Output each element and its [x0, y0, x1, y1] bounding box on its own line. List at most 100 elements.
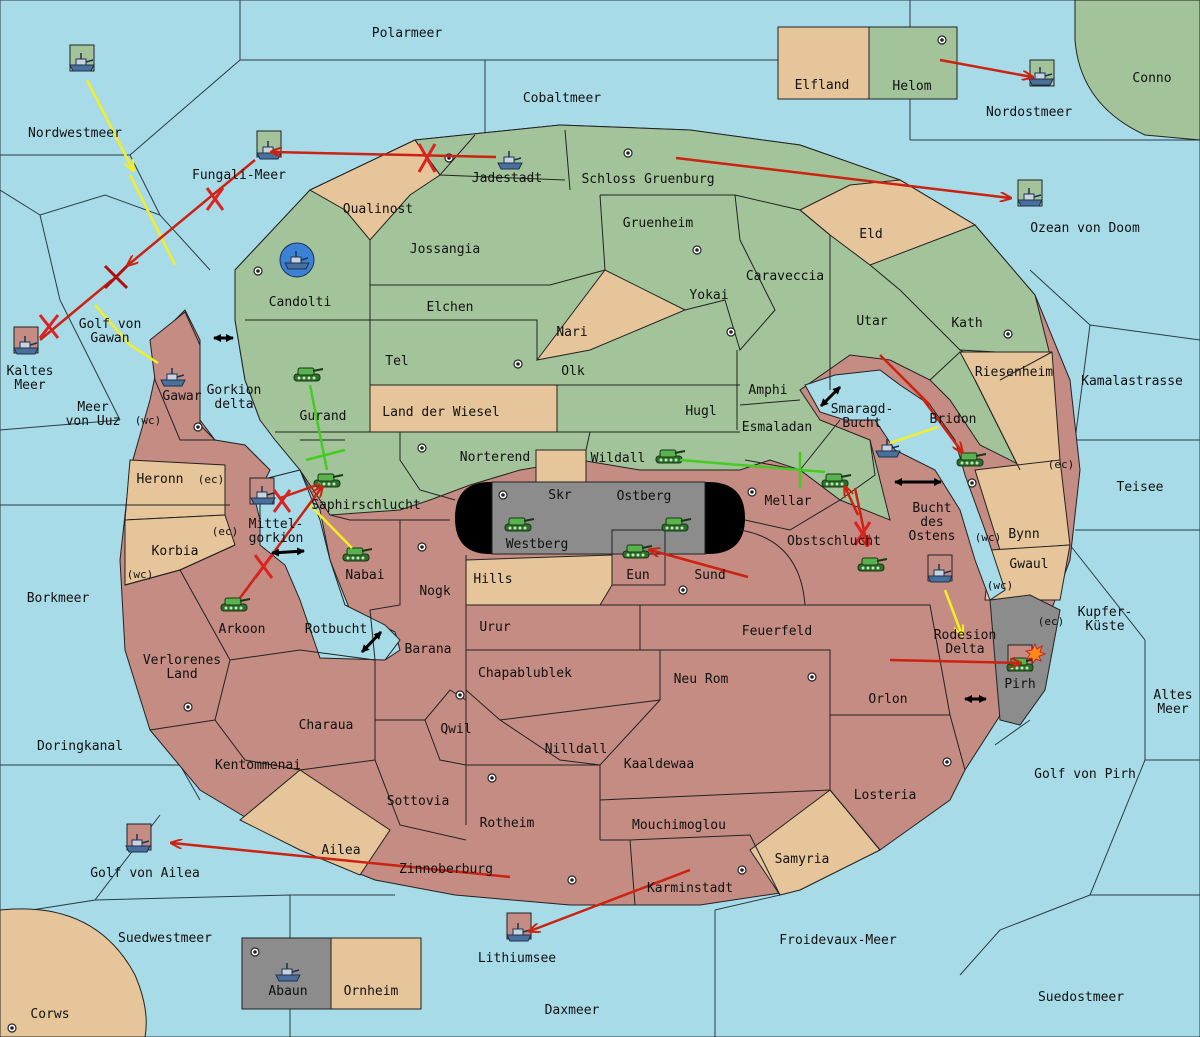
sea-label-nordostmeer[interactable]: Nordostmeer [986, 105, 1072, 120]
sea-label-froidevaux[interactable]: Froidevaux-Meer [779, 933, 897, 948]
army-unit-gurand[interactable] [293, 367, 324, 382]
sea-label-rotbucht[interactable]: Rotbucht [305, 622, 368, 637]
land-label-sottovia[interactable]: Sottovia [387, 794, 450, 809]
land-label-wiesel[interactable]: Land der Wiesel [382, 405, 499, 420]
sea-label-kupferkueste[interactable]: Kupfer-Küste [1078, 605, 1133, 634]
mittelgorkion-bay[interactable] [259, 469, 401, 661]
army-unit-westberg[interactable] [504, 517, 535, 532]
land-label-nari[interactable]: Nari [556, 325, 587, 340]
heronn-region[interactable] [124, 459, 226, 521]
land-label-bridon[interactable]: Bridon [930, 412, 977, 427]
land-label-nogk[interactable]: Nogk [419, 584, 450, 599]
land-label-eld[interactable]: Eld [859, 227, 882, 242]
land-label-jadestadt[interactable]: Jadestadt [472, 171, 542, 186]
sea-label-fungali[interactable]: Fungali-Meer [192, 168, 286, 183]
land-label-elfland[interactable]: Elfland [795, 78, 850, 93]
land-label-zinnober[interactable]: Zinnoberburg [399, 862, 493, 877]
land-label-westberg[interactable]: Westberg [506, 537, 569, 552]
land-label-skr[interactable]: Skr [548, 488, 572, 503]
land-label-karmin[interactable]: Karminstadt [647, 881, 733, 896]
land-label-orlon[interactable]: Orlon [868, 692, 907, 707]
land-label-heronn[interactable]: Heronn [137, 472, 184, 487]
land-label-losteria[interactable]: Losteria [854, 788, 917, 803]
land-label-tel[interactable]: Tel [385, 354, 408, 369]
army-unit-ostberg[interactable] [661, 517, 692, 532]
sea-label-borkmeer[interactable]: Borkmeer [27, 591, 90, 606]
land-label-sund[interactable]: Sund [694, 568, 725, 583]
land-label-mouchi[interactable]: Mouchimoglou [632, 818, 726, 833]
land-label-urur[interactable]: Urur [479, 620, 510, 635]
land-label-arkoon[interactable]: Arkoon [219, 622, 266, 637]
sea-label-golf-pirh[interactable]: Golf von Pirh [1034, 767, 1136, 782]
land-label-wildall[interactable]: Wildall [591, 451, 646, 466]
land-label-candolti[interactable]: Candolti [269, 295, 332, 310]
land-label-schloss[interactable]: Schloss Gruenburg [581, 172, 714, 187]
land-label-hills[interactable]: Hills [473, 572, 512, 587]
land-label-ostberg[interactable]: Ostberg [617, 489, 672, 504]
land-label-charaua[interactable]: Charaua [299, 718, 354, 733]
army-unit-mellar[interactable] [821, 473, 852, 488]
land-label-esmaladan[interactable]: Esmaladan [742, 420, 812, 435]
land-label-yokai[interactable]: Yokai [689, 288, 728, 303]
land-label-ailea[interactable]: Ailea [321, 843, 360, 858]
samyria-region[interactable] [749, 789, 881, 896]
land-label-riesenheim[interactable]: Riesenheim [975, 365, 1053, 380]
sea-label-teisee[interactable]: Teisee [1117, 480, 1164, 495]
sea-label-golf-ailea[interactable]: Golf von Ailea [90, 866, 200, 881]
land-label-pirh[interactable]: Pirh [1004, 677, 1035, 692]
land-label-gwaul[interactable]: Gwaul [1009, 557, 1048, 572]
land-label-samyria[interactable]: Samyria [775, 852, 830, 867]
land-label-gruenheim[interactable]: Gruenheim [623, 216, 694, 231]
land-label-qualinost[interactable]: Qualinost [343, 202, 413, 217]
land-label-rotheim[interactable]: Rotheim [480, 816, 535, 831]
sea-label-mittelgorkion[interactable]: Mittel-gorkion [249, 517, 304, 546]
army-unit-pirh[interactable] [1006, 657, 1037, 672]
sea-label-daxmeer[interactable]: Daxmeer [545, 1003, 600, 1018]
corws-region[interactable] [0, 908, 147, 1037]
land-label-helom[interactable]: Helom [892, 79, 931, 94]
army-unit-eun[interactable] [622, 544, 653, 559]
land-label-amphi[interactable]: Amphi [748, 383, 787, 398]
land-label-bynn[interactable]: Bynn [1008, 527, 1039, 542]
land-label-gurand[interactable]: Gurand [300, 409, 347, 424]
land-label-ornheim[interactable]: Ornheim [344, 984, 399, 999]
sea-label-ozean[interactable]: Ozean von Doom [1030, 221, 1140, 236]
land-label-neurom[interactable]: Neu Rom [674, 672, 729, 687]
army-unit-obstschlucht[interactable] [857, 557, 888, 572]
sea-label-polarmeer[interactable]: Polarmeer [372, 26, 443, 41]
land-label-nabai[interactable]: Nabai [345, 568, 384, 583]
land-label-kentom[interactable]: Kentommenai [215, 758, 301, 773]
land-label-hugl[interactable]: Hugl [685, 404, 716, 419]
conno-region[interactable] [1074, 0, 1200, 141]
land-label-caraveccia[interactable]: Caraveccia [746, 269, 824, 284]
sea-label-lithiumsee[interactable]: Lithiumsee [478, 951, 556, 966]
land-label-jossangia[interactable]: Jossangia [410, 242, 480, 257]
land-label-norterend[interactable]: Norterend [460, 450, 530, 465]
sea-label-smaragdbucht[interactable]: Smaragd-Bucht [831, 402, 894, 431]
land-label-korbia[interactable]: Korbia [152, 544, 199, 559]
sea-label-kamalastrasse[interactable]: Kamalastrasse [1081, 374, 1183, 389]
land-label-qwil[interactable]: Qwil [440, 722, 471, 737]
land-label-kaaldewaa[interactable]: Kaaldewaa [624, 757, 694, 772]
land-label-olk[interactable]: Olk [561, 364, 585, 379]
army-unit-arkoon[interactable] [220, 597, 251, 612]
ailea-region[interactable] [239, 769, 391, 876]
land-label-barana[interactable]: Barana [405, 642, 452, 657]
land-label-elchen[interactable]: Elchen [427, 300, 474, 315]
land-label-chapa[interactable]: Chapablublek [478, 666, 572, 681]
land-label-gawar[interactable]: Gawar [162, 389, 201, 404]
elfland-region[interactable] [777, 26, 870, 100]
land-label-utar[interactable]: Utar [856, 314, 887, 329]
army-unit-nabai[interactable] [342, 547, 373, 562]
sea-label-suedostmeer[interactable]: Suedostmeer [1038, 990, 1124, 1005]
helom-region[interactable] [868, 26, 958, 100]
ornheim-region[interactable] [330, 937, 422, 1010]
army-unit-bridon[interactable] [956, 452, 987, 467]
